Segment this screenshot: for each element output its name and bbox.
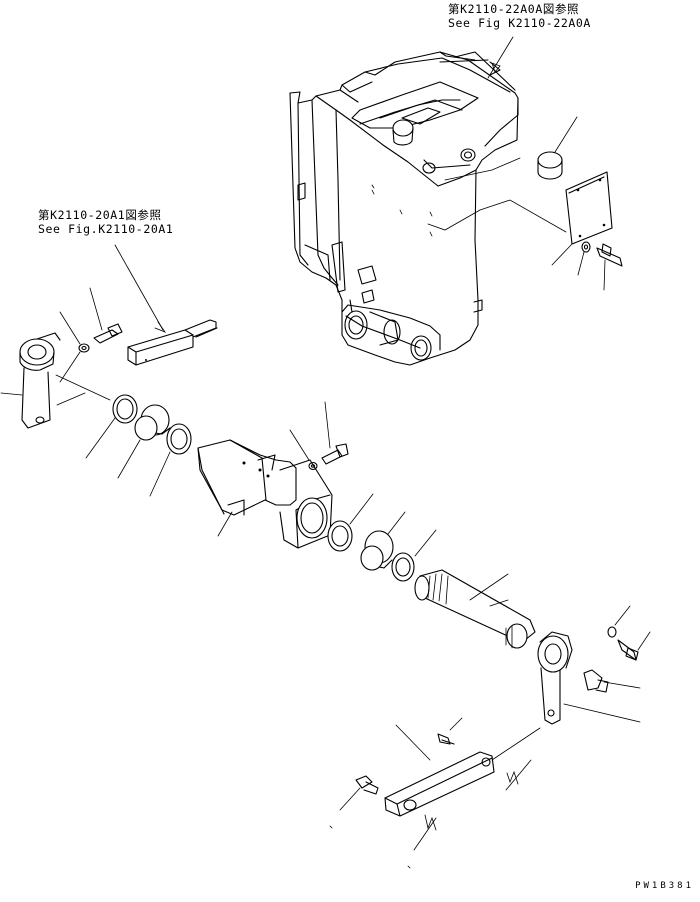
lower-lever-right	[537, 631, 641, 725]
bracket	[197, 439, 333, 549]
bushing-left	[117, 404, 171, 479]
grease-fitting	[583, 669, 641, 693]
bolt-washer-left	[59, 287, 123, 383]
reference-top-left: 第K2110-20A1図参照 See Fig.K2110-20A1	[38, 208, 173, 236]
reference-top-right: 第K2110-22A0A図参照 See Fig K2110-22A0A	[448, 2, 591, 30]
cover-plate	[551, 171, 613, 266]
reference-top-left-en: See Fig.K2110-20A1	[38, 222, 174, 236]
link-rod	[384, 724, 541, 851]
seal-left-2	[149, 423, 192, 497]
bolt-washer-center	[289, 401, 349, 471]
bolt-link-lower	[339, 775, 379, 811]
shaft	[414, 569, 536, 649]
reference-top-left-ja: 第K2110-20A1図参照	[38, 208, 162, 222]
bushing-center	[360, 511, 406, 571]
bolt-link-upper	[437, 717, 463, 745]
seal-center-2	[391, 529, 437, 582]
housing	[289, 51, 519, 366]
washer-bolt-right	[607, 605, 651, 661]
upper-lever-left	[0, 332, 111, 429]
switch	[114, 244, 218, 366]
seal-left	[85, 394, 138, 459]
cap-plug	[537, 116, 578, 180]
reference-top-right-ja: 第K2110-22A0A図参照	[448, 2, 580, 16]
document-code: PW1B381	[635, 881, 694, 891]
washer-bolt-plate	[577, 241, 623, 291]
seal-center	[327, 493, 374, 552]
reference-top-right-en: See Fig K2110-22A0A	[448, 16, 591, 30]
